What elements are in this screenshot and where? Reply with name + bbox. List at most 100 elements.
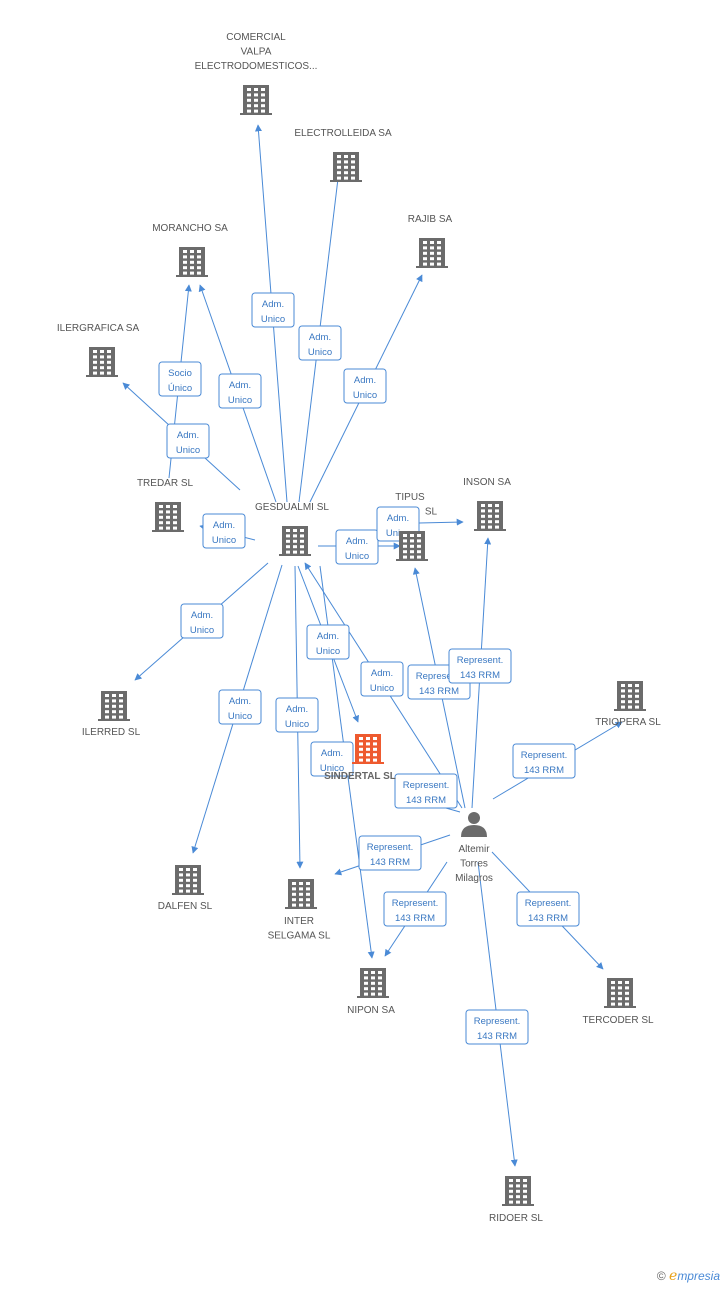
edge-label-line: Unico — [316, 646, 340, 657]
company-node-ilerred[interactable]: ILERRED SL — [82, 691, 141, 738]
edge-label-altemir-to-tercoder[interactable]: Represent. 143 RRM — [516, 891, 580, 927]
edge-label-line: 143 RRM — [370, 857, 410, 868]
edge-label-gesdualmi-to-morancho[interactable]: Adm. Unico — [218, 373, 262, 409]
edge-label-line: Unico — [308, 347, 332, 358]
edge-label-line: Represent. — [521, 750, 567, 761]
building-icon — [152, 502, 184, 532]
building-icon — [502, 1176, 534, 1206]
node-label: GESDUALMI SL — [255, 502, 329, 513]
node-label: COMERCIAL — [226, 32, 286, 43]
edge-label-line: Unico — [345, 551, 369, 562]
edge-label-line: Socio — [168, 368, 192, 379]
nodes-layer: COMERCIALVALPAELECTRODOMESTICOS...ELECTR… — [57, 32, 661, 1224]
edge-label-altemir-to-inter[interactable]: Represent.143 RRM — [358, 835, 422, 871]
edge-label-altemir-to-triopera[interactable]: Represent.143 RRM — [512, 743, 576, 779]
building-icon — [352, 734, 384, 764]
edge-label-line: 143 RRM — [406, 795, 446, 806]
edge-label-altemir-to-nipon[interactable]: Represent.143 RRM — [383, 891, 447, 927]
edge-label-line: 143 RRM — [395, 913, 435, 924]
edge-label-altemir-to-gesdualmi[interactable]: Adm.Unico — [360, 661, 404, 697]
company-node-inson[interactable]: INSON SA — [463, 477, 511, 531]
person-icon — [461, 812, 487, 837]
company-node-ridoer[interactable]: RIDOER SL — [489, 1176, 543, 1224]
node-label: Torres — [460, 859, 488, 870]
building-icon — [604, 978, 636, 1008]
building-icon — [240, 85, 272, 115]
company-node-rajib[interactable]: RAJIB SA — [408, 214, 453, 268]
edge-label-line: Adm. — [321, 748, 343, 759]
node-label: Altemir — [458, 844, 490, 855]
node-label: RIDOER SL — [489, 1213, 543, 1224]
edge-label-gesdualmi-to-dalfen[interactable]: Adm.Unico — [218, 689, 262, 725]
node-label: TERCODER SL — [582, 1015, 654, 1026]
edge-label-gesdualmi-to-tipus[interactable]: Adm. Unico — [335, 529, 379, 565]
company-node-sindertal[interactable]: SINDERTAL SL — [324, 734, 396, 782]
edge-label-gesdualmi-to-ilergrafica[interactable]: Adm.Unico — [166, 423, 210, 459]
company-node-comercial[interactable]: COMERCIALVALPAELECTRODOMESTICOS... — [195, 32, 318, 115]
brand-name: mpresia — [677, 1269, 720, 1283]
company-node-morancho[interactable]: MORANCHO SA — [152, 223, 228, 277]
node-label: ELECTRODOMESTICOS... — [195, 61, 318, 72]
edge-label-line: Unico — [228, 395, 252, 406]
edge-label-line: Adm. — [371, 668, 393, 679]
edge-label-gesdualmi-to-tredar[interactable]: Adm.Unico — [202, 513, 246, 549]
building-icon — [279, 526, 311, 556]
company-node-nipon[interactable]: NIPON SA — [347, 968, 395, 1016]
edge-labels-layer: Adm.UnicoAdm.UnicoAdm.UnicoAdm.UnicoSoci… — [158, 292, 580, 1045]
edge-label-line: Unico — [228, 711, 252, 722]
node-label: TREDAR SL — [137, 478, 194, 489]
node-label: SELGAMA SL — [268, 931, 331, 942]
edge-label-gesdualmi-to-sindertal[interactable]: Adm.Unico — [306, 624, 350, 660]
company-node-dalfen[interactable]: DALFEN SL — [158, 865, 213, 912]
edge-label-altemir-to-sindertal[interactable]: Represent.143 RRM — [394, 773, 458, 809]
edge-label-gesdualmi-to-electrolleida[interactable]: Adm. Unico — [298, 325, 342, 361]
company-node-triopera[interactable]: TRIOPERA SL — [595, 681, 661, 728]
building-icon — [474, 501, 506, 531]
edge-label-line: 143 RRM — [528, 913, 568, 924]
node-label: Milagros — [455, 873, 493, 884]
node-label: MORANCHO SA — [152, 223, 228, 234]
edge-label-line: Adm. — [346, 536, 368, 547]
node-label: DALFEN SL — [158, 901, 213, 912]
building-icon — [396, 531, 428, 561]
company-node-tredar[interactable]: TREDAR SL — [137, 478, 194, 532]
edge-label-line: Unico — [176, 445, 200, 456]
building-icon — [98, 691, 130, 721]
edge-label-line: Represent. — [525, 898, 571, 909]
building-icon — [172, 865, 204, 895]
edge-label-line: Adm. — [229, 380, 251, 391]
edge-label-altemir-to-ridoer[interactable]: Represent.143 RRM — [465, 1009, 529, 1045]
edge-label-line: Unico — [386, 528, 410, 539]
building-icon — [285, 879, 317, 909]
building-icon — [416, 238, 448, 268]
edge-label-sindertal-to-nipon[interactable]: Adm.Unico — [310, 741, 354, 777]
edge-label-line: Adm. — [309, 332, 331, 343]
edge-label-line: Único — [168, 383, 192, 394]
edge-label-line: Unico — [261, 314, 285, 325]
building-icon — [330, 152, 362, 182]
edge-label-gesdualmi-to-rajib[interactable]: Adm.Unico — [343, 368, 387, 404]
edge-label-line: Adm. — [286, 704, 308, 715]
company-node-tercoder[interactable]: TERCODER SL — [582, 978, 654, 1026]
company-node-gesdualmi[interactable]: GESDUALMI SL — [255, 502, 329, 556]
company-node-ilergrafica[interactable]: ILERGRAFICA SA — [57, 323, 140, 377]
empresia-logo[interactable]: © empresia — [657, 1268, 720, 1284]
node-label: ILERRED SL — [82, 727, 141, 738]
edge-label-gesdualmi-to-ilerred[interactable]: Adm.Unico — [180, 603, 224, 639]
edge-label-line: Adm. — [354, 375, 376, 386]
building-icon — [86, 347, 118, 377]
edge-label-gesdualmi-to-comercial[interactable]: Adm.Unico — [251, 292, 295, 328]
node-label: TIPUS — [395, 492, 425, 503]
edge-label-line: 143 RRM — [419, 686, 459, 697]
edge-label-gesdualmi-to-inter[interactable]: Adm.Unico — [275, 697, 319, 733]
node-label: INSON SA — [463, 477, 511, 488]
copyright-symbol: © — [656, 1269, 666, 1283]
building-icon — [614, 681, 646, 711]
company-node-electrolleida[interactable]: ELECTROLLEIDA SA — [294, 128, 392, 182]
edge-label-altemir-to-inson[interactable]: Represent.143 RRM — [448, 648, 512, 684]
